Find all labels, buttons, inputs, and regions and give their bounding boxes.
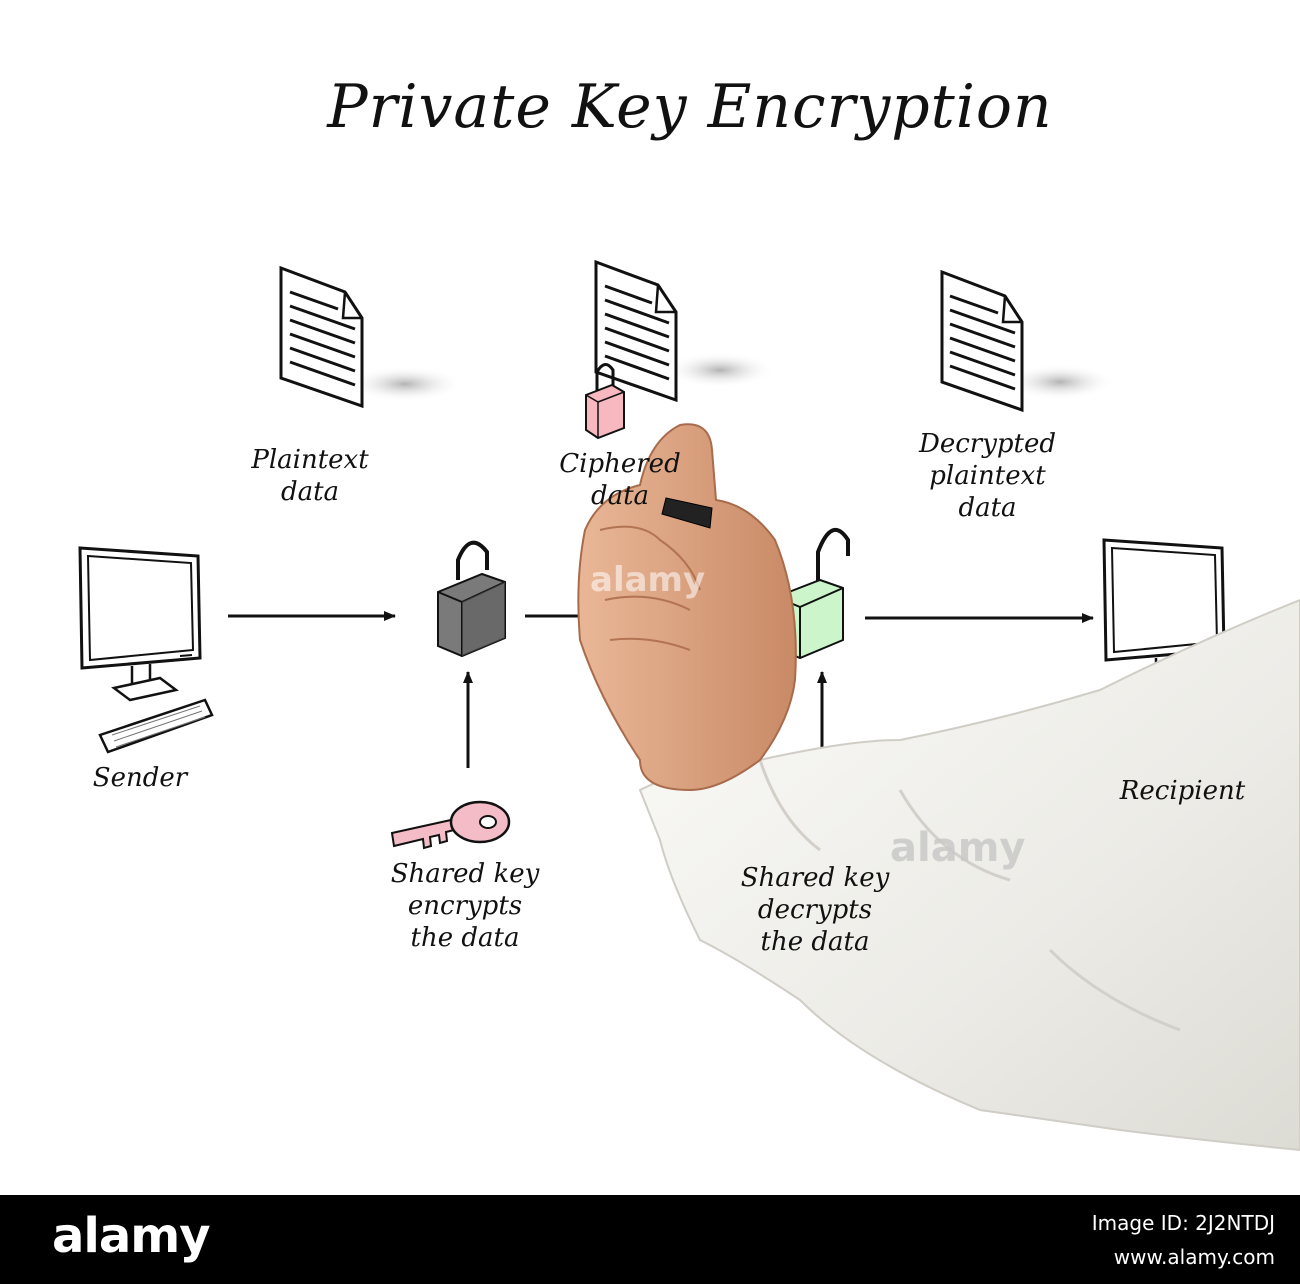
diagram-canvas: Private Key Encryption bbox=[78, 72, 1300, 1152]
ciphered-document-icon bbox=[594, 259, 775, 403]
shared-key-decrypts-label: Shared key decrypts the data bbox=[740, 863, 890, 957]
document-padlock-icon bbox=[585, 363, 625, 440]
ciphered-data-label: Ciphered data bbox=[559, 449, 681, 511]
recipient-label: Recipient bbox=[1119, 776, 1246, 806]
plaintext-document-icon bbox=[279, 265, 463, 409]
plaintext-data-label: Plaintext data bbox=[251, 445, 369, 507]
image-id-text: Image ID: 2J2NTDJ bbox=[1091, 1211, 1275, 1235]
sender-computer-icon bbox=[78, 546, 214, 754]
decrypted-document-icon bbox=[940, 269, 1115, 413]
watermark-right: alamy bbox=[890, 825, 1026, 871]
presenter-hand-illustration bbox=[577, 423, 797, 792]
locked-padlock-icon bbox=[437, 540, 506, 658]
sender-label: Sender bbox=[92, 763, 188, 793]
shared-key-encrypts-label: Shared key encrypts the data bbox=[390, 859, 540, 953]
diagram-title: Private Key Encryption bbox=[327, 72, 1053, 142]
encrypt-key-icon bbox=[390, 800, 511, 850]
decrypted-plaintext-data-label: Decrypted plaintext data bbox=[918, 429, 1057, 523]
footer-url: www.alamy.com bbox=[1113, 1245, 1275, 1269]
presenter-arm-illustration bbox=[638, 598, 1300, 1152]
recipient-computer-icon bbox=[1102, 538, 1237, 744]
footer-bar bbox=[0, 1195, 1300, 1284]
diagram-artwork bbox=[78, 259, 1300, 1152]
watermark-center: alamy bbox=[590, 560, 706, 600]
alamy-logo: alamy bbox=[52, 1208, 211, 1264]
